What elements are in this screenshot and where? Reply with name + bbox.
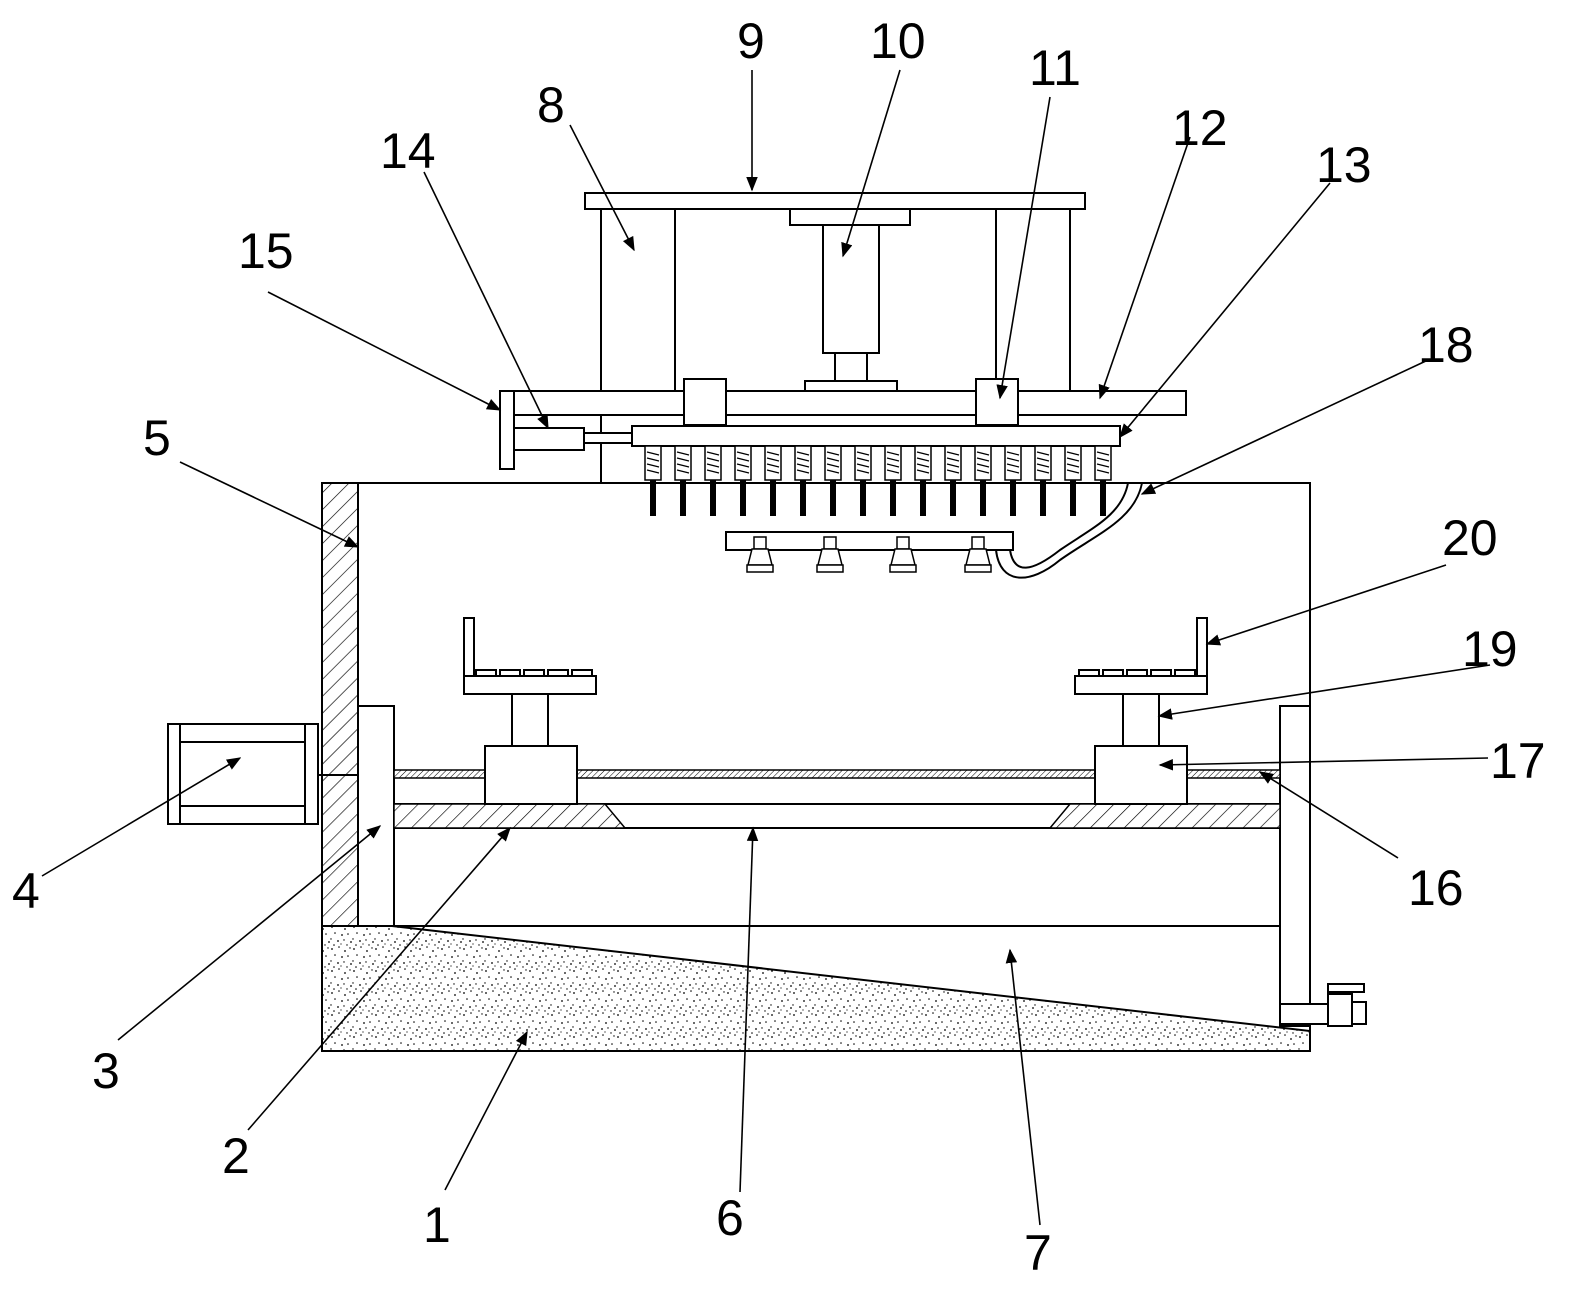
brush-holder	[734, 445, 752, 481]
brush-holder	[854, 445, 872, 481]
left-post	[511, 693, 549, 747]
brush-bristle	[770, 480, 776, 516]
label-16: 16	[1408, 860, 1464, 916]
screw-rod	[393, 769, 1281, 779]
label-17: 17	[1490, 733, 1546, 789]
brush-bristle	[830, 480, 836, 516]
brush-bristle	[860, 480, 866, 516]
label-6: 6	[716, 1190, 744, 1246]
brush-holder	[1034, 445, 1052, 481]
left-wall	[321, 482, 359, 927]
cylinder-foot	[804, 380, 898, 392]
brush-holder	[794, 445, 812, 481]
right-guide-block	[975, 378, 1019, 426]
left-clamp-wall	[463, 617, 475, 677]
label-5: 5	[143, 410, 171, 466]
left-slider	[484, 745, 578, 805]
left-guide-block	[683, 378, 727, 426]
label-13: 13	[1316, 137, 1372, 193]
top-plate	[584, 192, 1086, 210]
horizontal-beam	[499, 390, 1187, 416]
spray-nozzle	[889, 536, 917, 573]
brush-holder	[944, 445, 962, 481]
callout-labels: 1 2 3 4 5 6 7 8 9 10 11 12 13 14 15 16 1…	[12, 13, 1546, 1281]
label-1: 1	[423, 1197, 451, 1253]
water-hose	[995, 482, 1143, 579]
right-clamp-wall	[1196, 617, 1208, 677]
guide-right-hatch	[1048, 803, 1281, 829]
label-11: 11	[1029, 40, 1081, 96]
side-mount-plate	[499, 390, 515, 470]
left-leg	[600, 208, 676, 392]
left-support-plate	[357, 705, 395, 927]
label-4: 4	[12, 863, 40, 919]
push-cylinder	[513, 427, 585, 451]
right-clamp-teeth	[1078, 669, 1196, 677]
brush-holder	[1094, 445, 1112, 481]
brush-bristle	[740, 480, 746, 516]
brush-holder	[824, 445, 842, 481]
spray-nozzle	[746, 536, 774, 573]
right-slider	[1094, 745, 1188, 805]
push-rod	[583, 432, 633, 444]
label-14: 14	[380, 123, 436, 179]
label-2: 2	[222, 1128, 250, 1184]
brush-bristle	[1010, 480, 1016, 516]
label-19: 19	[1462, 621, 1518, 677]
left-clamp-plate	[463, 675, 597, 695]
brush-holder	[764, 445, 782, 481]
brush-bristle	[980, 480, 986, 516]
guide-left-hatch	[393, 803, 627, 829]
cylinder-body	[822, 224, 880, 354]
drain-valve	[1279, 983, 1367, 1027]
label-3: 3	[92, 1043, 120, 1099]
label-7: 7	[1024, 1225, 1052, 1281]
brush-bristle	[800, 480, 806, 516]
spray-nozzle	[816, 536, 844, 573]
brush-bristle	[950, 480, 956, 516]
left-clamp-teeth	[475, 669, 593, 677]
brush-holder	[914, 445, 932, 481]
right-support-plate	[1279, 705, 1311, 1027]
spray-bar	[725, 531, 1014, 551]
label-18: 18	[1418, 317, 1474, 373]
label-20: 20	[1442, 510, 1498, 566]
brush-bristle	[920, 480, 926, 516]
brush-bristle	[1100, 480, 1106, 516]
brush-bristle	[1070, 480, 1076, 516]
brush-holder	[674, 445, 692, 481]
label-9: 9	[737, 13, 765, 69]
right-leg	[995, 208, 1071, 392]
brush-bristle	[650, 480, 656, 516]
label-8: 8	[537, 77, 565, 133]
cylinder-rod	[834, 352, 868, 382]
label-10: 10	[870, 13, 926, 69]
brush-holder	[644, 445, 662, 481]
label-15: 15	[238, 223, 294, 279]
cylinder-cap	[789, 208, 911, 226]
brush-bristle	[1040, 480, 1046, 516]
leader-lines	[41, 69, 1491, 1226]
brush-holder	[884, 445, 902, 481]
brush-holder	[974, 445, 992, 481]
brush-holder	[1064, 445, 1082, 481]
brush-bristle	[890, 480, 896, 516]
brush-bristle	[680, 480, 686, 516]
right-clamp-plate	[1074, 675, 1208, 695]
brush-holder	[1004, 445, 1022, 481]
brush-plate	[631, 425, 1121, 447]
brush-bristle	[710, 480, 716, 516]
spray-nozzle	[964, 536, 992, 573]
spray-nozzles	[746, 536, 992, 573]
brush-holder	[704, 445, 722, 481]
label-12: 12	[1172, 100, 1228, 156]
motor	[167, 723, 319, 825]
brush-bristles	[644, 445, 1112, 516]
right-post	[1122, 693, 1160, 747]
